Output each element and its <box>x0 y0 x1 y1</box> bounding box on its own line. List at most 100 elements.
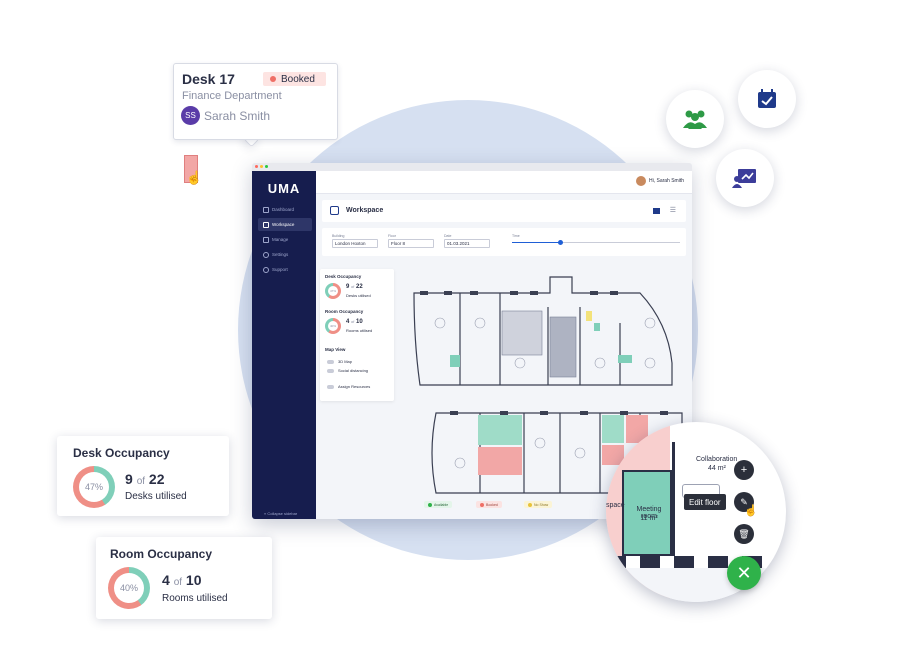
avatar: SS <box>181 106 200 125</box>
nav-label: Dashboard <box>272 207 295 212</box>
page-title: Workspace <box>346 207 384 214</box>
desk-of: of <box>136 476 146 487</box>
window-titlebar <box>252 163 692 171</box>
cursor-hand-icon: ☝ <box>186 170 203 185</box>
legend-label: Available <box>434 502 449 507</box>
nav-label: Support <box>272 267 288 272</box>
panel-room-count: 4 of 10 <box>346 319 363 325</box>
desk-card-title: Desk Occupancy <box>73 446 170 460</box>
room-total: 10 <box>185 572 202 588</box>
desk-caption: Desks utilised <box>125 491 187 502</box>
user-menu[interactable]: Hi, Sarah Smith <box>635 176 684 186</box>
date-input[interactable]: 01.03.2021 <box>444 239 490 248</box>
desk-occupancy-card: Desk Occupancy 47% 9 of 22 Desks utilise… <box>57 436 229 516</box>
toggle-social-distancing[interactable] <box>327 369 334 373</box>
cursor-hand-icon: ☝ <box>744 505 758 517</box>
building-label: Building <box>332 234 345 238</box>
desk-donut-pct: 47% <box>79 472 109 502</box>
room-caption: Rooms utilised <box>162 593 228 604</box>
app-window: UMA Dashboard Workspace Manage Settings … <box>252 163 692 519</box>
workspace-icon <box>263 221 269 228</box>
user-name: Sarah Smith <box>204 109 271 123</box>
collapse-sidebar-button[interactable]: « Collapse sidebar <box>264 511 298 516</box>
user-avatar <box>635 176 646 186</box>
meeting-room-area: 11 m² <box>640 515 658 522</box>
nav-manage[interactable]: Manage <box>258 233 312 246</box>
trash-icon: 🗑 <box>738 528 750 539</box>
map-view-icon[interactable] <box>653 208 660 214</box>
collaboration-room-area: 44 m² <box>708 465 726 472</box>
panel-desk-donut: 47% <box>325 283 341 299</box>
room-card-title: Room Occupancy <box>110 547 213 561</box>
toggle-3d-map[interactable] <box>327 360 334 364</box>
desk-pin[interactable] <box>184 155 198 183</box>
people-icon <box>683 110 707 129</box>
time-slider-handle[interactable] <box>558 240 563 245</box>
time-slider-track <box>512 242 680 243</box>
workspace-header: Workspace ☰ <box>322 200 686 222</box>
topbar: Hi, Sarah Smith <box>316 171 692 194</box>
presentation-button[interactable] <box>716 149 774 207</box>
window-maximize-dot[interactable] <box>265 165 268 168</box>
room-occupancy-card: Room Occupancy 40% 4 of 10 Rooms utilise… <box>96 537 272 619</box>
workspace-icon <box>330 206 339 215</box>
floor-label: Floor <box>388 234 396 238</box>
close-button[interactable]: ✕ <box>727 556 761 590</box>
presentation-icon <box>732 169 756 188</box>
calendar-button[interactable] <box>738 70 796 128</box>
date-label: Date <box>444 234 452 238</box>
collapse-label: Collapse sidebar <box>267 511 298 516</box>
list-view-icon[interactable]: ☰ <box>669 207 676 214</box>
legend-dot <box>480 502 484 507</box>
user-greeting: Hi, Sarah Smith <box>648 178 684 184</box>
status-dot <box>270 76 276 82</box>
window-close-dot[interactable] <box>255 165 258 168</box>
calendar-check-icon <box>758 89 776 108</box>
desk-total: 22 <box>148 471 165 487</box>
legend-no-show: No Show <box>524 501 553 508</box>
wall <box>672 442 675 558</box>
floor-select[interactable]: Floor 8 <box>388 239 434 248</box>
nav-workspace[interactable]: Workspace <box>258 218 312 231</box>
building-select[interactable]: London Hoxton <box>332 239 378 248</box>
legend-label: No Show <box>534 502 549 507</box>
window-minimize-dot[interactable] <box>260 165 263 168</box>
toggle-social-label: Social distancing <box>338 368 369 373</box>
panel-room-caption: Rooms utilised <box>346 328 373 333</box>
room-count-value: 4 <box>162 572 170 588</box>
desk-count: 9 of 22 <box>125 471 165 487</box>
legend-dot <box>428 502 432 507</box>
edit-floor-tooltip: Edit floor <box>684 494 726 510</box>
toggle-3d-label: 3D Map <box>338 359 353 364</box>
panel-room-title: Room Occupancy <box>325 309 364 314</box>
date-value: 01.03.2021 <box>447 241 470 246</box>
side-room-label: space <box>606 502 625 509</box>
nav-dashboard[interactable]: Dashboard <box>258 203 312 216</box>
filter-bar: Building London Hoxton Floor Floor 8 Dat… <box>322 228 686 256</box>
room-donut-pct: 40% <box>114 573 144 603</box>
desk-count-value: 9 <box>125 471 133 487</box>
toggle-assign-resources[interactable] <box>327 385 334 389</box>
edit-floor-button[interactable]: ✎ <box>734 492 754 512</box>
nav-label: Workspace <box>272 222 295 227</box>
time-slider-fill <box>512 242 560 243</box>
manage-icon <box>263 236 269 243</box>
panel-desk-caption: Desks utilised <box>346 293 371 298</box>
legend-dot <box>528 502 532 507</box>
nav-settings[interactable]: Settings <box>258 248 312 261</box>
delete-button[interactable]: 🗑 <box>734 524 754 544</box>
meeting-room[interactable] <box>622 470 672 556</box>
map-view-title: Map View <box>325 347 346 352</box>
desk-donut: 47% <box>73 466 115 508</box>
floor-magnifier: space Meeting room 11 m² Collaboration 4… <box>606 422 786 602</box>
desk-popup-title: Desk 17 <box>182 71 235 87</box>
panel-desk-title: Desk Occupancy <box>325 274 362 279</box>
legend-available: Available <box>424 501 453 508</box>
panel-room-pct: 40% <box>328 321 338 331</box>
add-button[interactable]: + <box>734 460 754 480</box>
collaboration-room-name: Collaboration <box>696 456 738 463</box>
people-button[interactable] <box>666 90 724 148</box>
assign-resources-label: Assign Resources <box>338 384 371 389</box>
panel-desk-count: 9 of 22 <box>346 284 363 290</box>
nav-support[interactable]: Support <box>258 263 312 276</box>
